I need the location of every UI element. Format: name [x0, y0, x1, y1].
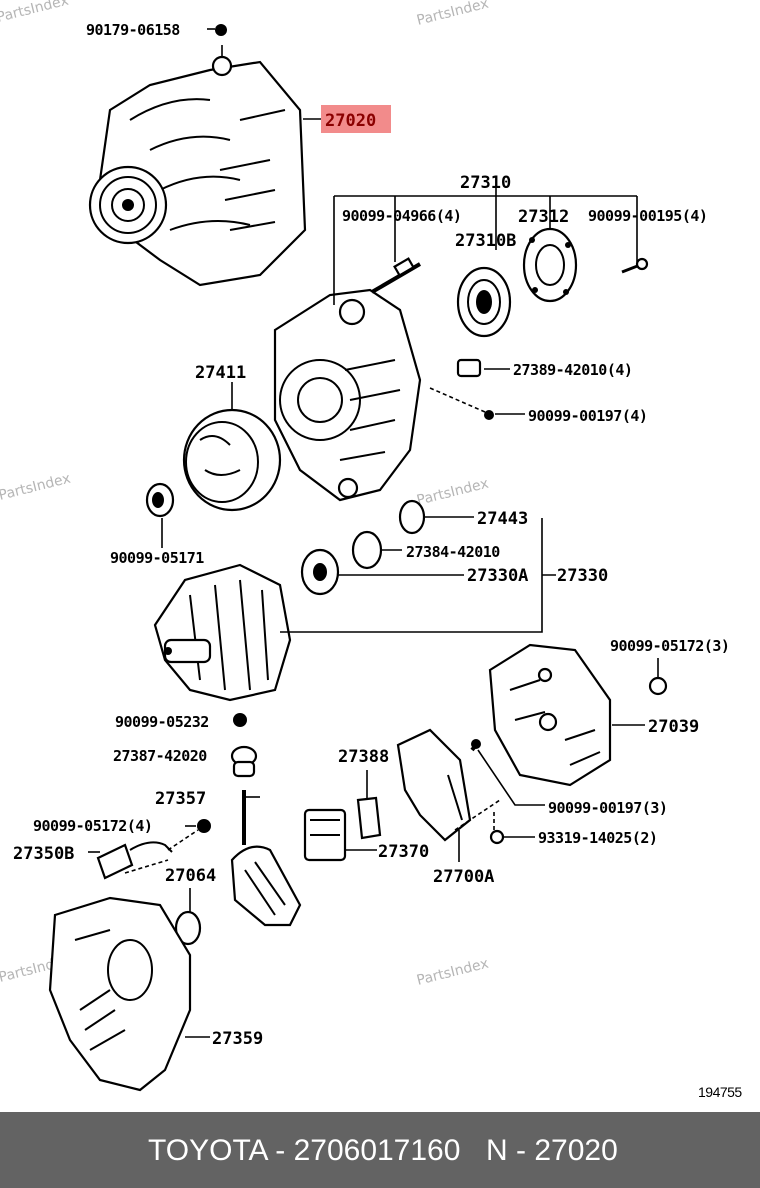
part-label[interactable]: 27389-42010(4)	[513, 361, 633, 379]
part-label[interactable]: 27359	[212, 1029, 263, 1049]
screw-90099-00197-drawing	[484, 410, 494, 420]
parts-diagram: PartsIndex PartsIndex PartsIndex PartsIn…	[0, 0, 730, 1092]
rear-end-frame-27359-drawing	[48, 896, 192, 1092]
rectifier-27064-drawing	[230, 845, 302, 927]
part-label[interactable]: 27388	[338, 747, 389, 767]
bearing-27310b-drawing	[456, 266, 512, 338]
watermark: PartsIndex	[0, 0, 70, 26]
cover-27384-drawing	[351, 530, 383, 570]
part-label[interactable]: 27357	[155, 789, 206, 809]
part-label[interactable]: 27387-42020	[113, 747, 208, 765]
screw-90099-00197-3-drawing	[470, 739, 481, 752]
part-label[interactable]: 90099-05171	[110, 549, 205, 567]
part-label[interactable]: 27370	[378, 842, 429, 862]
insulator-27389-drawing	[456, 358, 482, 378]
nut-93319-14025-drawing	[489, 829, 505, 845]
part-label[interactable]: 90099-05232	[115, 713, 209, 731]
watermark: PartsIndex	[415, 0, 490, 29]
retainer-27312-drawing	[522, 227, 578, 303]
part-label[interactable]: 27330	[557, 566, 608, 586]
watermark: PartsIndex	[415, 956, 490, 989]
part-label[interactable]: 90099-00197(3)	[548, 799, 668, 817]
screw-90099-04966-drawing	[370, 257, 422, 294]
nut-90099-05232-drawing	[233, 713, 247, 727]
regulator-27700a-drawing	[396, 728, 501, 842]
cover-27388-drawing	[356, 796, 382, 840]
diagram-number: 194755	[698, 1084, 742, 1100]
part-label[interactable]: 27039	[648, 717, 699, 737]
part-label[interactable]: 27312	[518, 207, 569, 227]
rear-cover-27039-drawing	[488, 643, 612, 787]
insulator-27350b-drawing	[96, 829, 199, 880]
rotor-27330-drawing	[153, 563, 292, 702]
part-label[interactable]: 27064	[165, 866, 216, 886]
screw-90099-00195-drawing	[621, 257, 649, 274]
footer-bar: TOYOTA - 2706017160 N - 27020	[0, 1112, 760, 1188]
part-label[interactable]: 90179-06158	[86, 21, 181, 39]
highlight-box	[321, 105, 391, 133]
leader-lines	[88, 28, 659, 1038]
nut-90099-05171-drawing	[145, 482, 175, 518]
part-label[interactable]: 27310	[460, 173, 511, 193]
watermark: PartsIndex	[0, 471, 72, 504]
insulator-ring-drawing	[174, 910, 202, 946]
terminal-27387-drawing	[230, 745, 258, 778]
alternator-assembly-drawing[interactable]	[88, 45, 307, 287]
nut-icon	[215, 24, 227, 36]
cover-27443-drawing	[398, 499, 426, 535]
nut-90099-05172-drawing	[648, 676, 668, 696]
part-label[interactable]: 90099-00195(4)	[588, 207, 708, 225]
pulley-27411-drawing	[182, 408, 282, 512]
part-label[interactable]: 27384-42010	[406, 543, 501, 561]
nut-90099-05172-4-drawing	[197, 819, 211, 833]
footer-reference: N - 27020	[486, 1134, 618, 1167]
part-label[interactable]: 27330A	[467, 566, 528, 586]
watermark: PartsIndex	[415, 476, 490, 509]
part-label[interactable]: 90099-00197(4)	[528, 407, 648, 425]
part-label[interactable]: 90099-04966(4)	[342, 207, 462, 225]
bearing-27330a-drawing	[300, 548, 340, 596]
part-label[interactable]: 93319-14025(2)	[538, 829, 658, 847]
drive-end-frame-drawing[interactable]	[273, 288, 422, 502]
footer-part-number: TOYOTA - 2706017160	[148, 1134, 461, 1167]
part-label[interactable]: 27310B	[455, 231, 516, 251]
part-label[interactable]: 90099-05172(4)	[33, 817, 153, 835]
brush-holder-27370-drawing	[303, 808, 347, 862]
part-label[interactable]: 27350B	[13, 844, 74, 864]
part-label[interactable]: 27443	[477, 509, 528, 529]
part-label[interactable]: 90099-05172(3)	[610, 637, 730, 655]
part-label[interactable]: 27411	[195, 363, 246, 383]
part-label[interactable]: 27700A	[433, 867, 494, 887]
highlighted-part-label[interactable]: 27020	[325, 111, 376, 131]
